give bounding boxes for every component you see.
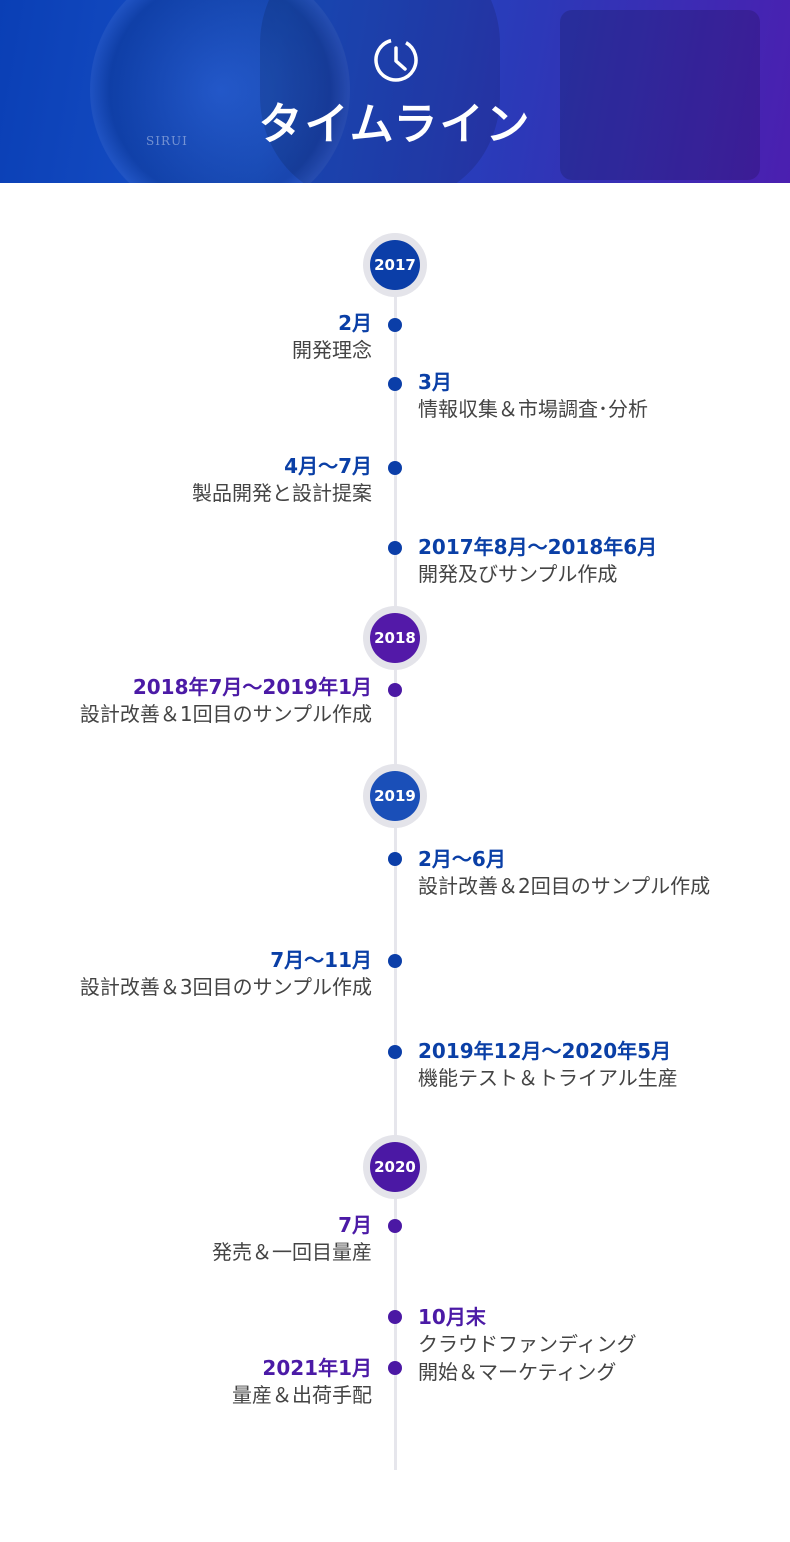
event-item: 10月末 クラウドファンディング 開始＆マーケティング [418,1304,637,1386]
event-item: 4月～7月 製品開発と設計提案 [192,453,372,507]
timeline-dot [388,1361,402,1375]
brand-text: SIRUI [146,134,188,148]
event-date: 2017年8月～2018年6月 [418,535,658,559]
event-description-line2: 開始＆マーケティング [418,1360,617,1384]
year-marker-2019: 2019 [363,764,427,828]
event-description: クラウドファンディング [418,1332,637,1356]
event-description: 情報収集＆市場調査･分析 [418,397,648,421]
camera-body-graphic [560,10,760,180]
timeline-dot [388,1219,402,1233]
event-date: 4月～7月 [284,454,372,478]
event-date: 7月 [338,1213,372,1237]
event-date: 2月～6月 [418,847,506,871]
page-title: タイムライン [258,99,532,150]
year-label: 2019 [370,771,420,821]
year-marker-2017: 2017 [363,233,427,297]
timeline-dot [388,683,402,697]
event-description: 開発及びサンプル作成 [418,562,618,586]
event-item: 2017年8月～2018年6月 開発及びサンプル作成 [418,534,657,588]
event-item: 7月 発売＆一回目量産 [212,1212,372,1266]
timeline-dot [388,377,402,391]
timeline-dot [388,852,402,866]
event-date: 2月 [338,311,372,335]
event-description: 量産＆出荷手配 [232,1383,372,1407]
timeline-dot [388,318,402,332]
year-label: 2018 [370,613,420,663]
event-item: 7月～11月 設計改善＆3回目のサンプル作成 [80,947,372,1001]
event-date: 2018年7月～2019年1月 [132,675,372,699]
event-description: 発売＆一回目量産 [212,1240,372,1264]
event-description: 機能テスト＆トライアル生産 [418,1066,678,1090]
event-description: 開発理念 [292,338,372,362]
event-item: 2019年12月～2020年5月 機能テスト＆トライアル生産 [418,1038,678,1092]
year-label: 2020 [370,1142,420,1192]
year-marker-2020: 2020 [363,1135,427,1199]
event-item: 2月～6月 設計改善＆2回目のサンプル作成 [418,846,710,900]
timeline-dot [388,1045,402,1059]
timeline-dot [388,954,402,968]
year-label: 2017 [370,240,420,290]
lens-barrel-graphic [260,0,500,183]
event-date: 2021年1月 [262,1356,372,1380]
year-marker-2018: 2018 [363,606,427,670]
timeline-dot [388,1310,402,1324]
event-description: 設計改善＆3回目のサンプル作成 [79,975,372,999]
timeline-dot [388,461,402,475]
event-item: 2021年1月 量産＆出荷手配 [232,1355,372,1409]
timeline-dot [388,541,402,555]
event-item: 2月 開発理念 [292,310,372,364]
event-date: 10月末 [418,1305,486,1329]
header-banner: SIRUI タイムライン [0,0,790,183]
clock-icon [374,38,418,82]
event-description: 製品開発と設計提案 [192,481,372,505]
event-item: 3月 情報収集＆市場調査･分析 [418,369,648,423]
event-description: 設計改善＆1回目のサンプル作成 [79,702,372,726]
event-date: 7月～11月 [270,948,372,972]
event-description: 設計改善＆2回目のサンプル作成 [418,874,711,898]
event-item: 2018年7月～2019年1月 設計改善＆1回目のサンプル作成 [80,674,372,728]
lens-graphic [90,0,350,183]
event-date: 2019年12月～2020年5月 [418,1039,672,1063]
event-date: 3月 [418,370,452,394]
